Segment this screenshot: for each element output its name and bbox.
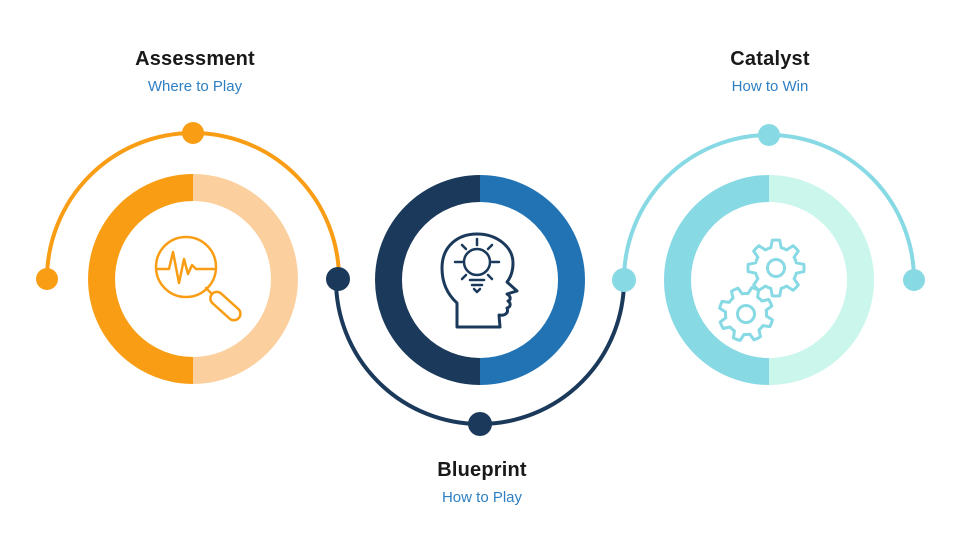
- assessment-ring-right-half: [192, 174, 298, 384]
- catalyst-title: Catalyst: [730, 48, 810, 70]
- assessment-stage-group: [36, 122, 341, 384]
- catalyst-label-block: Catalyst How to Win: [730, 47, 809, 96]
- blueprint-label-block: Blueprint How to Play: [437, 458, 527, 507]
- blueprint-arc-bottom-dot: [468, 412, 492, 436]
- assessment-label-block: Assessment Where to Play: [135, 47, 255, 96]
- catalyst-stage-group: [612, 124, 925, 385]
- blueprint-subtitle: How to Play: [441, 489, 523, 506]
- assessment-blueprint-junction-dot: [326, 267, 350, 291]
- blueprint-ring-left-half: [375, 175, 481, 385]
- blueprint-catalyst-junction-dot: [612, 268, 636, 292]
- catalyst-ring-right-half: [768, 175, 874, 385]
- gear-top-right-hole: [766, 258, 786, 278]
- catalyst-arc-top-dot: [758, 124, 780, 146]
- blueprint-stage-group: [326, 175, 626, 436]
- assessment-ring-left-half: [88, 174, 194, 384]
- assessment-subtitle: Where to Play: [147, 78, 243, 95]
- blueprint-title: Blueprint: [437, 459, 527, 481]
- catalyst-ring-left-half: [664, 175, 770, 385]
- gear-bottom-left-hole: [736, 304, 756, 324]
- catalyst-subtitle: How to Win: [731, 78, 809, 95]
- magnifier-pulse-icon: [154, 235, 242, 322]
- assessment-title: Assessment: [135, 48, 255, 70]
- gears-icon: [718, 238, 806, 342]
- assessment-arc-top-dot: [182, 122, 204, 144]
- head-lightbulb-icon: [440, 232, 519, 329]
- blueprint-ring-right-half: [479, 175, 585, 385]
- catalyst-arc-end-dot: [903, 269, 925, 291]
- assessment-arc-start-dot: [36, 268, 58, 290]
